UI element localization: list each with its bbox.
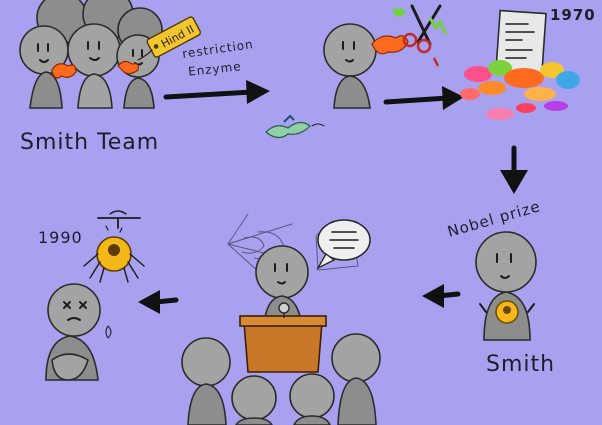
enzyme-pile [460,60,580,120]
scientist-with-scissors [323,23,409,109]
arrow-down-icon [500,145,528,194]
arrow-right-icon [383,86,464,110]
scissors-icon [392,4,448,67]
audience [181,333,381,425]
speech-bubble-icon [316,219,371,270]
smith-team-label: Smith Team [20,130,160,155]
year-1970-label: 1970 [550,6,596,24]
arrow-left-icon [138,290,179,314]
arrow-left-icon [422,284,461,308]
year-1990-label: 1990 [38,228,83,247]
arrow-right-icon [163,80,270,104]
smith-with-medal [475,231,537,341]
dna-strand-icon [265,114,325,139]
sad-figure [45,283,112,381]
smith-team-group [19,0,163,109]
podium [239,302,327,373]
lecturer [255,245,309,327]
smith-label: Smith [486,352,556,377]
helicopter-medal [83,210,145,283]
